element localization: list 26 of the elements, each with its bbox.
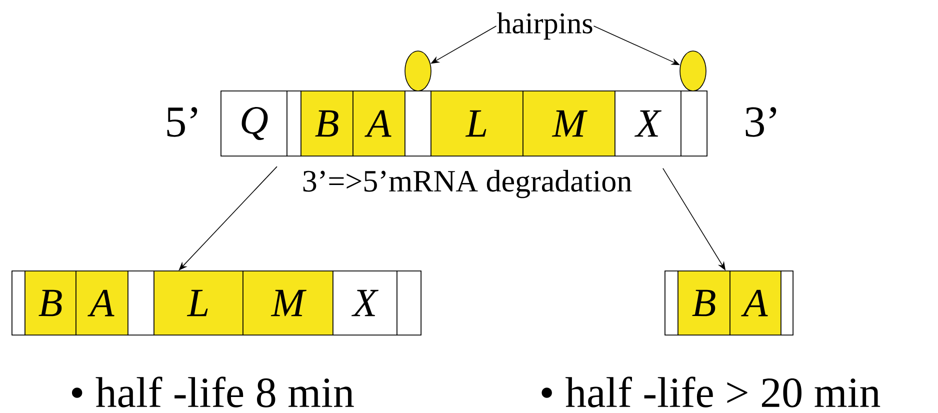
spacer-segment [12, 270, 26, 336]
gene-segment: L [154, 270, 244, 336]
gene-segment: A [730, 270, 782, 336]
spacer-segment [396, 270, 422, 336]
spacer-segment [780, 270, 794, 336]
spacer-segment [680, 90, 708, 156]
end-label: 3’ [742, 106, 782, 138]
spacer-segment [404, 90, 432, 156]
gene-segment: A [352, 90, 406, 156]
hairpin-oval [680, 50, 706, 92]
spacer-segment [664, 270, 678, 336]
gene-segment: B [24, 270, 76, 336]
gene-segment: B [300, 90, 354, 156]
caption-text: • half -life > 20 min [542, 376, 880, 408]
gene-segment: M [242, 270, 334, 336]
gene-segment: A [76, 270, 128, 336]
gene-segment: L [430, 90, 524, 156]
callout-text: hairpins [496, 12, 592, 40]
hairpin-oval [404, 50, 432, 92]
caption-text: • half -life 8 min [72, 376, 354, 408]
spacer-segment [128, 270, 154, 336]
gene-segment: B [678, 270, 730, 336]
gene-segment: M [522, 90, 616, 156]
spacer-segment [286, 90, 302, 156]
end-label: 5’ [164, 106, 202, 138]
annotation-text: 3’=>5’mRNA degradation [300, 168, 634, 200]
